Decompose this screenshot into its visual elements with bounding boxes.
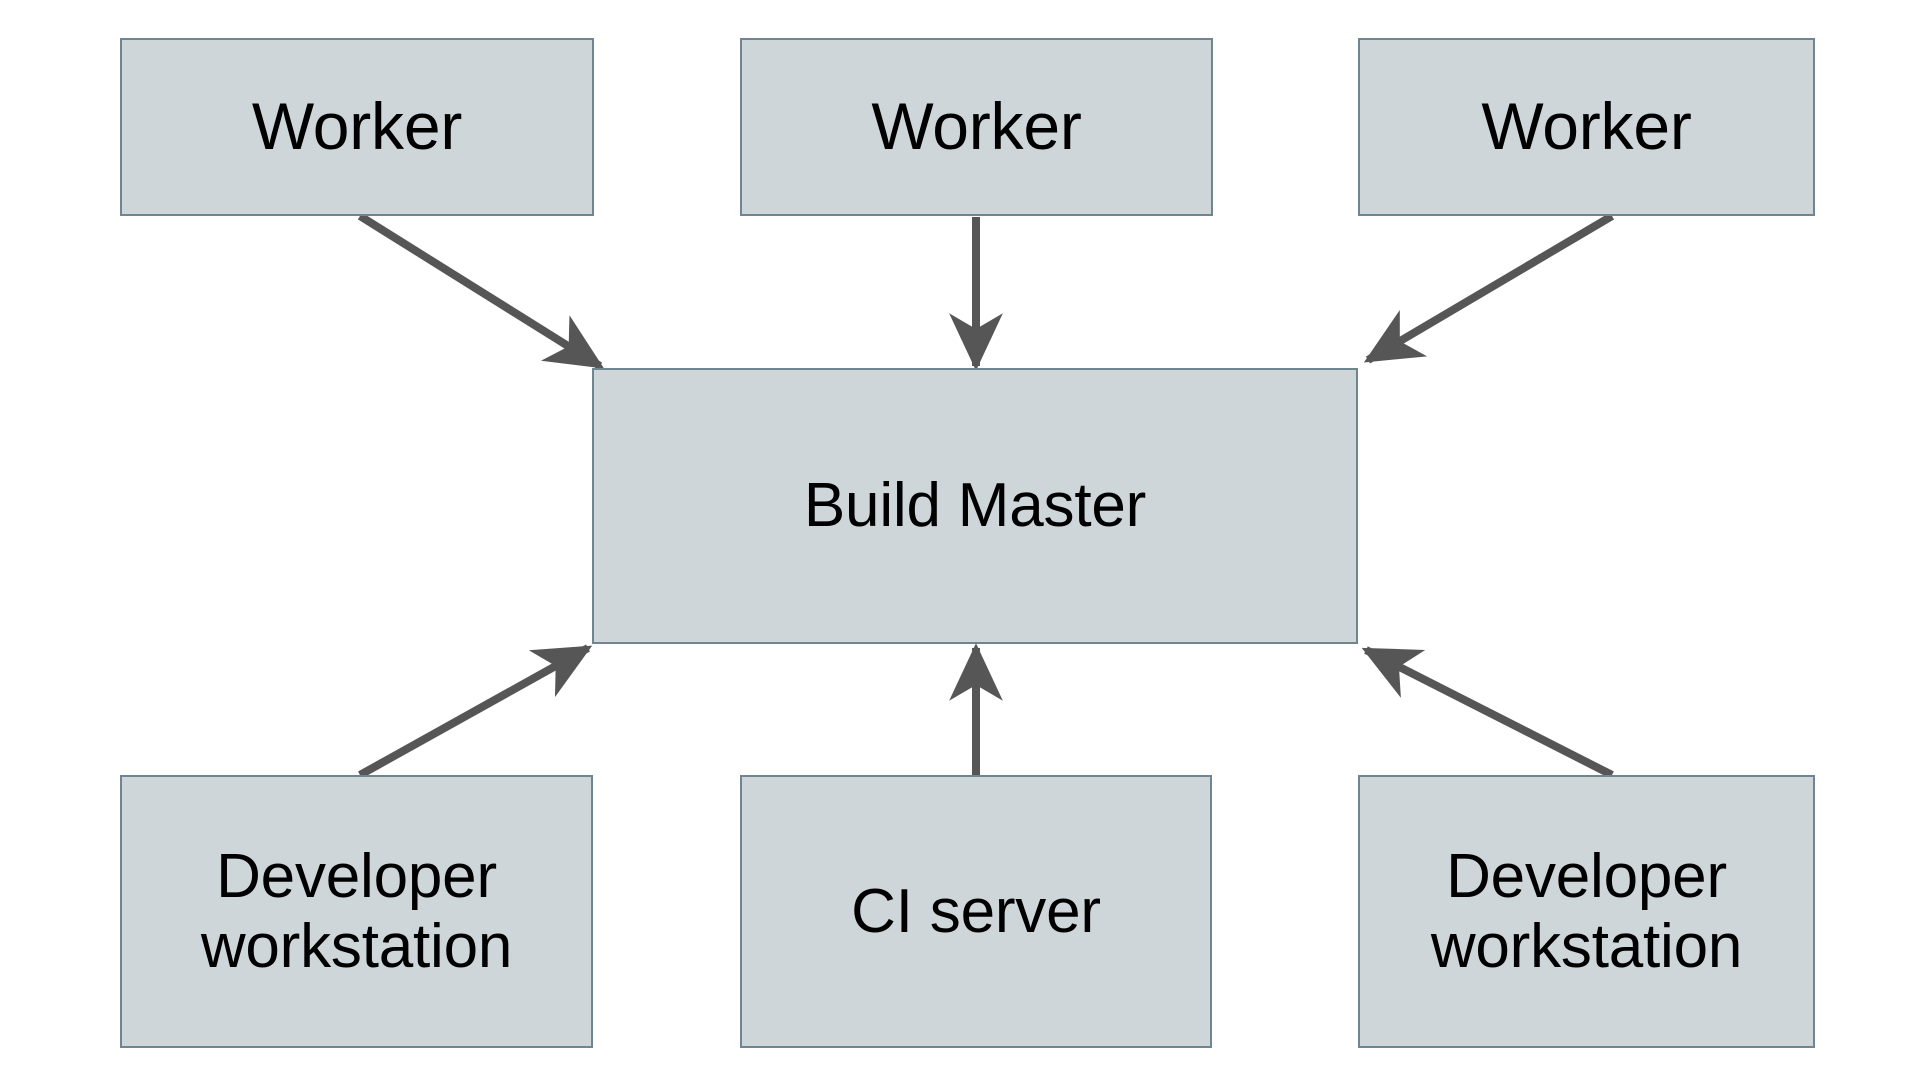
- edge-devleft-to-master: [358, 644, 593, 779]
- edge-worker3-to-master: [1363, 212, 1615, 364]
- node-worker-3-label: Worker: [1481, 89, 1692, 164]
- node-worker-3[interactable]: Worker: [1358, 38, 1815, 216]
- node-developer-workstation-left-label: Developer workstation: [200, 842, 513, 981]
- node-developer-workstation-left[interactable]: Developer workstation: [120, 775, 593, 1048]
- node-worker-2-label: Worker: [871, 89, 1082, 164]
- node-worker-1[interactable]: Worker: [120, 38, 594, 216]
- node-worker-2[interactable]: Worker: [740, 38, 1213, 216]
- node-ci-server[interactable]: CI server: [740, 775, 1212, 1048]
- node-build-master-label: Build Master: [803, 471, 1147, 541]
- node-developer-workstation-right-label: Developer workstation: [1430, 842, 1743, 981]
- edge-worker1-to-master: [357, 212, 605, 370]
- node-worker-1-label: Worker: [251, 89, 463, 164]
- edge-devright-to-master: [1361, 646, 1614, 779]
- node-build-master[interactable]: Build Master: [592, 368, 1358, 644]
- node-ci-server-label: CI server: [851, 876, 1101, 946]
- node-developer-workstation-right[interactable]: Developer workstation: [1358, 775, 1815, 1048]
